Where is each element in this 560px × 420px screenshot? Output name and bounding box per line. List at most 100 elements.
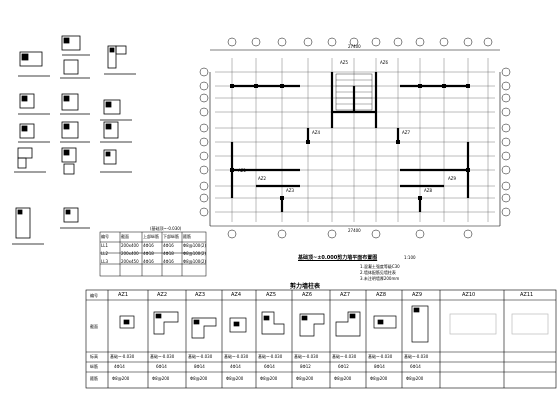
detail-az2 <box>60 35 90 79</box>
beam-col-header: 截面 <box>121 234 129 239</box>
detail-az9 <box>100 121 132 143</box>
plan-tag: AZ4 <box>312 130 321 135</box>
cell-elev: 基础~-0.030 <box>368 354 393 359</box>
section-az10 <box>449 313 497 335</box>
cell-elev: 基础~-0.030 <box>258 354 283 359</box>
beam-table-note: (基础顶~-0.030) <box>150 226 182 231</box>
detail-az1 <box>18 51 50 77</box>
detail-az3 <box>104 45 136 75</box>
detail-az6 <box>100 99 132 121</box>
cell-stirrup: Φ8@200 <box>112 376 130 381</box>
overall-dimension-bottom: 27400 <box>348 228 361 233</box>
cell-rebar: 8Φ14 <box>194 364 205 369</box>
plan-tag: AZ1 <box>238 168 247 173</box>
beam-cell: LL3 <box>101 259 109 264</box>
beam-col-header: 箍筋 <box>183 234 191 239</box>
section-az3 <box>191 317 217 339</box>
beam-col-header: 编号 <box>101 234 109 239</box>
cell-elev: 基础~-0.030 <box>150 354 175 359</box>
row-label-stirrup: 箍筋 <box>90 376 98 381</box>
detail-az5 <box>60 93 90 115</box>
axis-bubbles-top <box>227 37 493 239</box>
note-line: 1.混凝土强度等级C30 <box>360 264 400 269</box>
beam-cell: 4Φ16 <box>143 259 154 264</box>
detail-az13 <box>12 207 44 245</box>
section-az1 <box>119 315 135 329</box>
row-label-elevation: 标高 <box>90 354 98 359</box>
section-az11 <box>511 313 549 335</box>
detail-az4 <box>18 93 50 115</box>
cell-stirrup: Φ8@200 <box>226 376 244 381</box>
plan-tag: AZ5 <box>340 60 349 65</box>
cell-rebar: 6Φ14 <box>410 364 421 369</box>
beam-cell: 200x400 <box>121 243 139 248</box>
cell-rebar: 6Φ14 <box>264 364 275 369</box>
plan-tag: AZ6 <box>380 60 389 65</box>
plan-tag: AZ3 <box>286 188 295 193</box>
row-label-rebar: 纵筋 <box>90 364 98 369</box>
cell-stirrup: Φ8@200 <box>152 376 170 381</box>
cell-stirrup: Φ8@200 <box>260 376 278 381</box>
plan-notes: 1.混凝土强度等级C30 2.墙体配筋见墙柱表 3.未注明墙厚200mm <box>360 264 400 282</box>
beam-cell: 4Φ18 <box>163 251 174 256</box>
cell-rebar: 8Φ12 <box>300 364 311 369</box>
beam-cell: 200x400 <box>121 251 139 256</box>
section-az6 <box>299 313 325 337</box>
detail-az11 <box>61 147 77 175</box>
cell-elev: 基础~-0.030 <box>188 354 213 359</box>
beam-cell: LL2 <box>101 251 109 256</box>
detail-az10 <box>14 147 46 173</box>
col-header-az6: AZ6 <box>302 292 313 298</box>
col-header-az4: AZ4 <box>231 292 242 298</box>
overall-dimension: 27400 <box>348 44 361 49</box>
beam-table-grid <box>99 231 207 277</box>
cell-rebar: 6Φ12 <box>338 364 349 369</box>
cell-stirrup: Φ8@200 <box>190 376 208 381</box>
beam-cell: Φ8@100(2) <box>183 243 206 248</box>
section-details <box>12 35 136 245</box>
col-header-az10: AZ10 <box>462 292 476 298</box>
col-header-az11: AZ11 <box>520 292 534 298</box>
section-az5 <box>261 311 285 335</box>
section-az2 <box>153 311 179 335</box>
row-label-section: 截面 <box>90 324 98 329</box>
col-header-az2: AZ2 <box>157 292 168 298</box>
cell-elev: 基础~-0.030 <box>294 354 319 359</box>
table-corner-label: 编号 <box>90 293 98 298</box>
beam-cell: 4Φ16 <box>143 243 154 248</box>
cell-stirrup: Φ8@200 <box>296 376 314 381</box>
section-az7 <box>335 311 361 337</box>
section-az9 <box>411 305 429 343</box>
axis-bubbles-side <box>199 67 511 217</box>
cell-stirrup: Φ8@200 <box>334 376 352 381</box>
detail-az7 <box>18 123 50 143</box>
note-line: 3.未注明墙厚200mm <box>360 276 400 281</box>
col-header-az5: AZ5 <box>266 292 277 298</box>
detail-az8 <box>60 121 90 143</box>
note-line: 2.墙体配筋见墙柱表 <box>360 270 396 275</box>
col-header-az3: AZ3 <box>195 292 206 298</box>
cell-rebar: 4Φ14 <box>114 364 125 369</box>
plan-scale: 1:100 <box>404 255 416 260</box>
cell-stirrup: Φ8@200 <box>406 376 424 381</box>
section-az4 <box>229 317 247 333</box>
floor-plan <box>209 49 501 227</box>
beam-cell: Φ8@100(2) <box>183 251 206 256</box>
beam-cell: 200x450 <box>121 259 139 264</box>
col-header-az1: AZ1 <box>118 292 129 298</box>
cell-rebar: 6Φ14 <box>156 364 167 369</box>
plan-tag: AZ9 <box>448 176 457 181</box>
plan-tag: AZ7 <box>402 130 411 135</box>
cell-stirrup: Φ8@200 <box>370 376 388 381</box>
plan-tag: AZ8 <box>424 188 433 193</box>
plan-tag: AZ2 <box>258 176 267 181</box>
wall-sections <box>119 305 549 343</box>
beam-table: 编号 截面 上部纵筋 下部纵筋 箍筋 LL1 200x400 4Φ16 4Φ16… <box>101 234 207 264</box>
col-header-az9: AZ9 <box>412 292 423 298</box>
beam-cell: 4Φ18 <box>143 251 154 256</box>
beam-cell: Φ8@100(2) <box>183 259 206 264</box>
detail-az12 <box>100 149 132 173</box>
cell-rebar: 4Φ14 <box>230 364 241 369</box>
col-header-az7: AZ7 <box>340 292 351 298</box>
